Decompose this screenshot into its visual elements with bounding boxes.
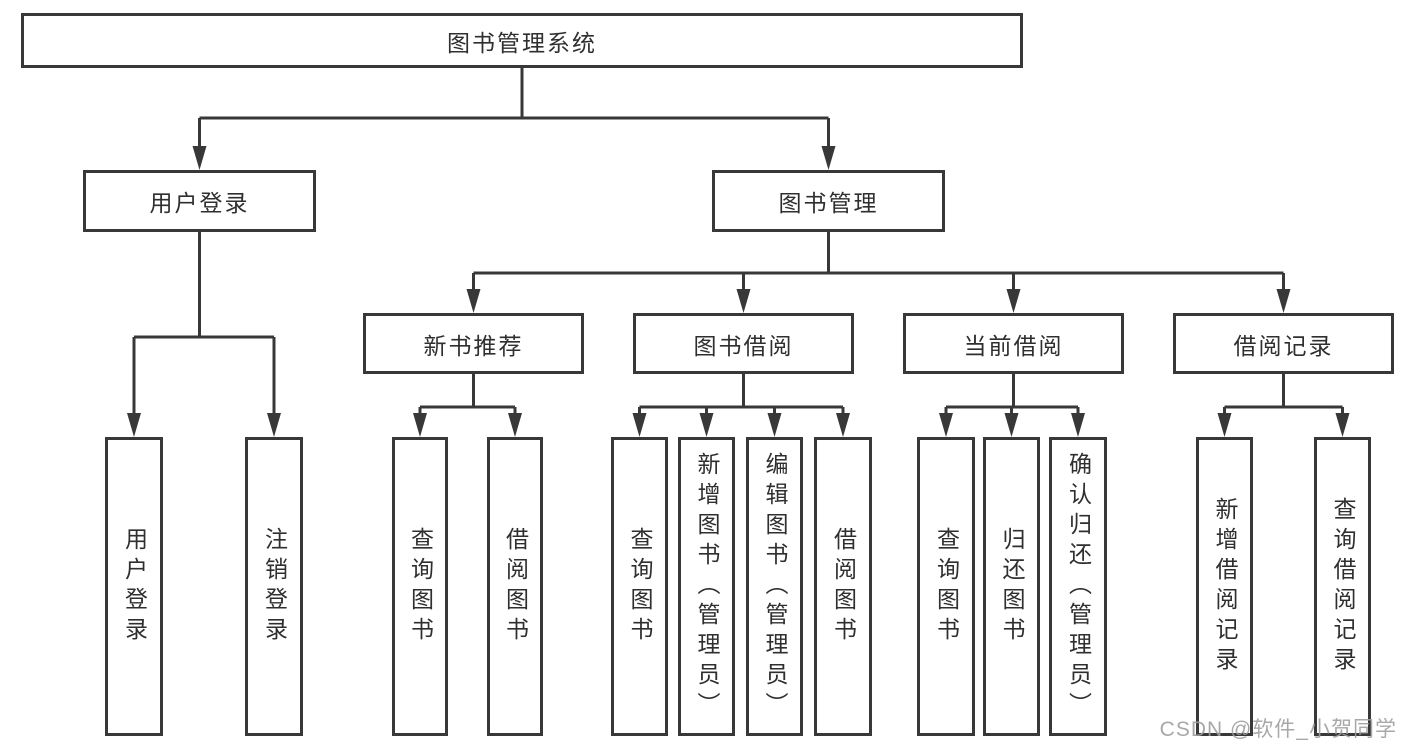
node-leaf-logout: 注销登录 [245, 437, 303, 736]
node-new-book-recommend: 新书推荐 [363, 313, 584, 374]
node-book-management: 图书管理 [712, 170, 945, 232]
node-borrow-records: 借阅记录 [1173, 313, 1394, 374]
node-library-system: 图书管理系统 [21, 13, 1023, 68]
node-query-borrow-record: 查询借阅记录 [1314, 437, 1371, 736]
arrowheads [127, 146, 1350, 437]
node-add-books-admin: 新增图书（管理员） [678, 437, 735, 736]
node-query-books-recommend: 查询图书 [392, 437, 448, 736]
node-query-books-current: 查询图书 [917, 437, 975, 736]
node-borrow-books-borrowing: 借阅图书 [814, 437, 872, 736]
node-add-borrow-record: 新增借阅记录 [1196, 437, 1253, 736]
node-user-login-branch: 用户登录 [83, 170, 316, 232]
watermark: CSDN @软件_小贺同学 [1159, 718, 1397, 741]
node-book-borrowing: 图书借阅 [633, 313, 854, 374]
node-confirm-return-admin: 确认归还（管理员） [1049, 437, 1107, 736]
node-current-borrowing: 当前借阅 [903, 313, 1124, 374]
node-edit-books-admin: 编辑图书（管理员） [746, 437, 803, 736]
node-leaf-user-login: 用户登录 [105, 437, 163, 736]
node-return-books: 归还图书 [983, 437, 1040, 736]
node-borrow-books-recommend: 借阅图书 [487, 437, 543, 736]
node-query-books-borrowing: 查询图书 [611, 437, 668, 736]
